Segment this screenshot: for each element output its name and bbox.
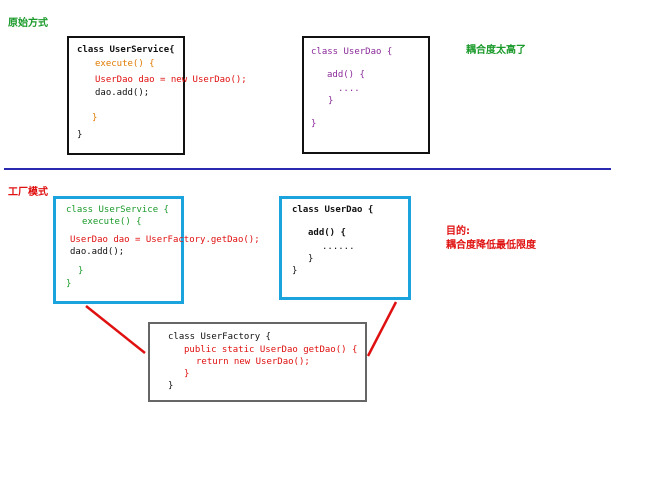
code-line: return new UserDao(); <box>196 357 310 367</box>
code-line: UserDao dao = UserFactory.getDao(); <box>70 235 260 245</box>
original-userservice-box: class UserService{ execute() { UserDao d… <box>67 36 247 155</box>
original-userdao-box: class UserDao { add() { .... } } <box>302 36 430 154</box>
code-line: } <box>184 369 190 379</box>
connector-dao-factory <box>366 301 398 357</box>
code-line: } <box>328 96 334 106</box>
code-line: } <box>311 119 317 129</box>
connector-service-factory <box>85 305 146 354</box>
code-line: } <box>308 254 314 264</box>
goal-title: 目的: <box>446 226 470 237</box>
section-label-factory: 工厂模式 <box>8 187 48 198</box>
section-divider <box>4 168 611 170</box>
section-label-original: 原始方式 <box>8 18 48 29</box>
code-line: public static UserDao getDao() { <box>184 345 358 355</box>
code-line: class UserService{ <box>77 45 175 55</box>
code-line: execute() { <box>82 217 142 227</box>
code-line: } <box>292 266 298 276</box>
code-line: class UserDao { <box>292 205 374 215</box>
userfactory-box: class UserFactory { public static UserDa… <box>148 322 367 402</box>
code-line: class UserService { <box>66 205 169 215</box>
code-line: dao.add(); <box>95 88 150 98</box>
goal-text: 耦合度降低最低限度 <box>446 240 536 251</box>
code-line: UserDao dao = new UserDao(); <box>95 75 247 85</box>
code-line: ...... <box>322 242 355 252</box>
code-line: add() { <box>308 228 346 238</box>
coupling-note: 耦合度太高了 <box>466 45 526 56</box>
code-line: } <box>78 266 84 276</box>
code-line: execute() { <box>95 59 155 69</box>
code-line: } <box>77 130 83 140</box>
code-line: dao.add(); <box>70 247 125 257</box>
code-line: .... <box>338 84 360 94</box>
code-line: class UserDao { <box>311 47 393 57</box>
code-line: add() { <box>327 70 365 80</box>
code-line: } <box>168 381 174 391</box>
factory-userservice-box: class UserService { execute() { UserDao … <box>53 196 260 304</box>
code-line: class UserFactory { <box>168 332 271 342</box>
factory-userdao-box: class UserDao { add() { ...... } } <box>279 196 411 300</box>
code-line: } <box>66 279 72 289</box>
code-line: } <box>92 113 98 123</box>
